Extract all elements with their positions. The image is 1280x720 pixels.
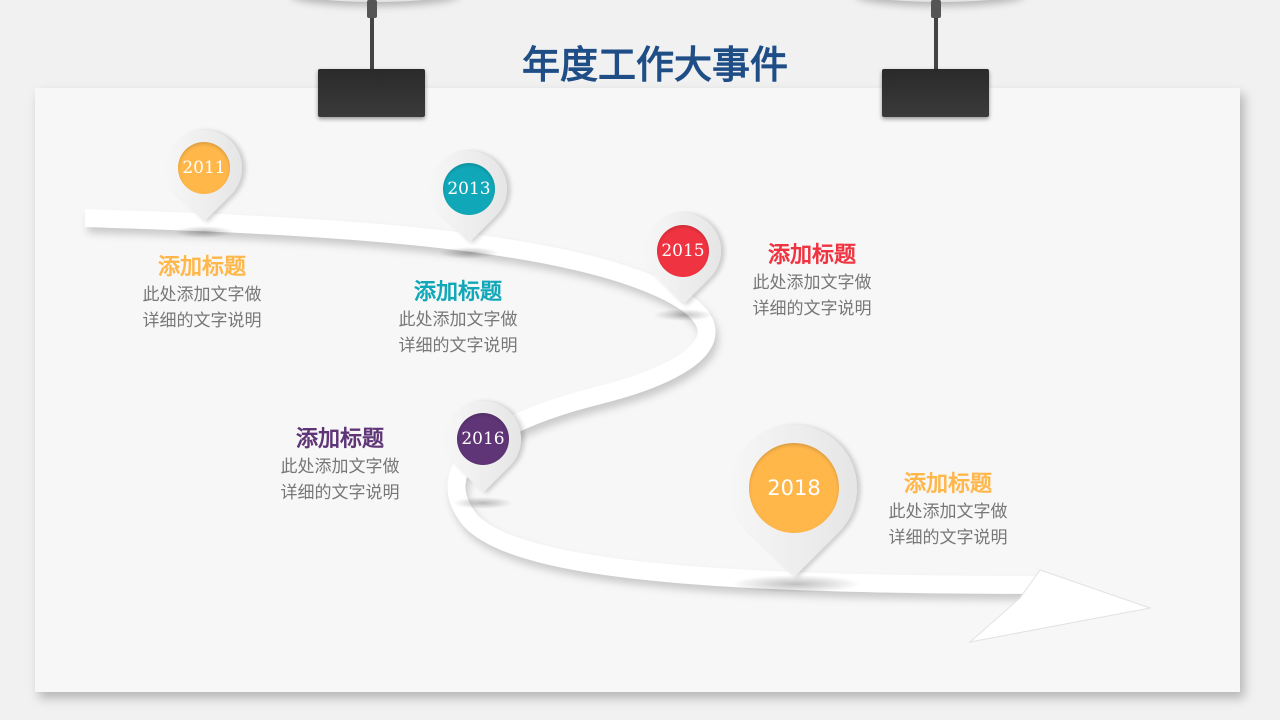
event-desc: 此处添加文字做 <box>398 310 518 330</box>
event-desc: 此处添加文字做 <box>888 502 1008 522</box>
event-2011-text: 添加标题此处添加文字做详细的文字说明 <box>132 254 272 334</box>
event-desc: 详细的文字说明 <box>280 483 400 503</box>
pin-shadow <box>731 575 861 593</box>
event-heading: 添加标题 <box>295 427 384 452</box>
year-label: 2016 <box>457 413 509 465</box>
event-heading: 添加标题 <box>413 280 502 305</box>
wire-left <box>367 0 377 70</box>
event-desc: 详细的文字说明 <box>752 299 872 319</box>
pin-2018: 2018 <box>704 398 884 593</box>
event-2015-text: 添加标题此处添加文字做详细的文字说明 <box>742 242 882 322</box>
page-title: 年度工作大事件 <box>521 43 788 87</box>
binder-clip-right <box>882 69 989 117</box>
event-desc: 详细的文字说明 <box>888 528 1008 548</box>
binder-clip-left <box>318 69 425 117</box>
pin-2013: 2013 <box>415 135 523 259</box>
event-2018-text: 添加标题此处添加文字做详细的文字说明 <box>878 471 1018 551</box>
arrow-head <box>968 569 1152 643</box>
year-label: 2015 <box>657 225 709 277</box>
pin-2015: 2015 <box>629 197 737 321</box>
event-2013-text: 添加标题此处添加文字做详细的文字说明 <box>388 279 528 359</box>
event-desc: 详细的文字说明 <box>142 311 262 331</box>
pin-shadow <box>453 497 513 509</box>
pin-2016: 2016 <box>429 385 537 509</box>
year-label: 2018 <box>749 443 839 533</box>
event-desc: 此处添加文字做 <box>752 273 872 293</box>
road-path <box>84 209 1061 594</box>
pin-2011: 2011 <box>150 114 258 238</box>
event-heading: 添加标题 <box>157 255 246 280</box>
pin-shadow <box>174 226 234 238</box>
pin-shadow <box>439 247 499 259</box>
event-desc: 此处添加文字做 <box>280 457 400 477</box>
year-label: 2013 <box>443 163 495 215</box>
year-label: 2011 <box>178 142 230 194</box>
wire-right <box>931 0 941 70</box>
pin-shadow <box>653 309 713 321</box>
event-heading: 添加标题 <box>903 472 992 497</box>
event-desc: 详细的文字说明 <box>398 336 518 356</box>
event-heading: 添加标题 <box>767 243 856 268</box>
event-desc: 此处添加文字做 <box>142 285 262 305</box>
event-2016-text: 添加标题此处添加文字做详细的文字说明 <box>270 426 410 506</box>
